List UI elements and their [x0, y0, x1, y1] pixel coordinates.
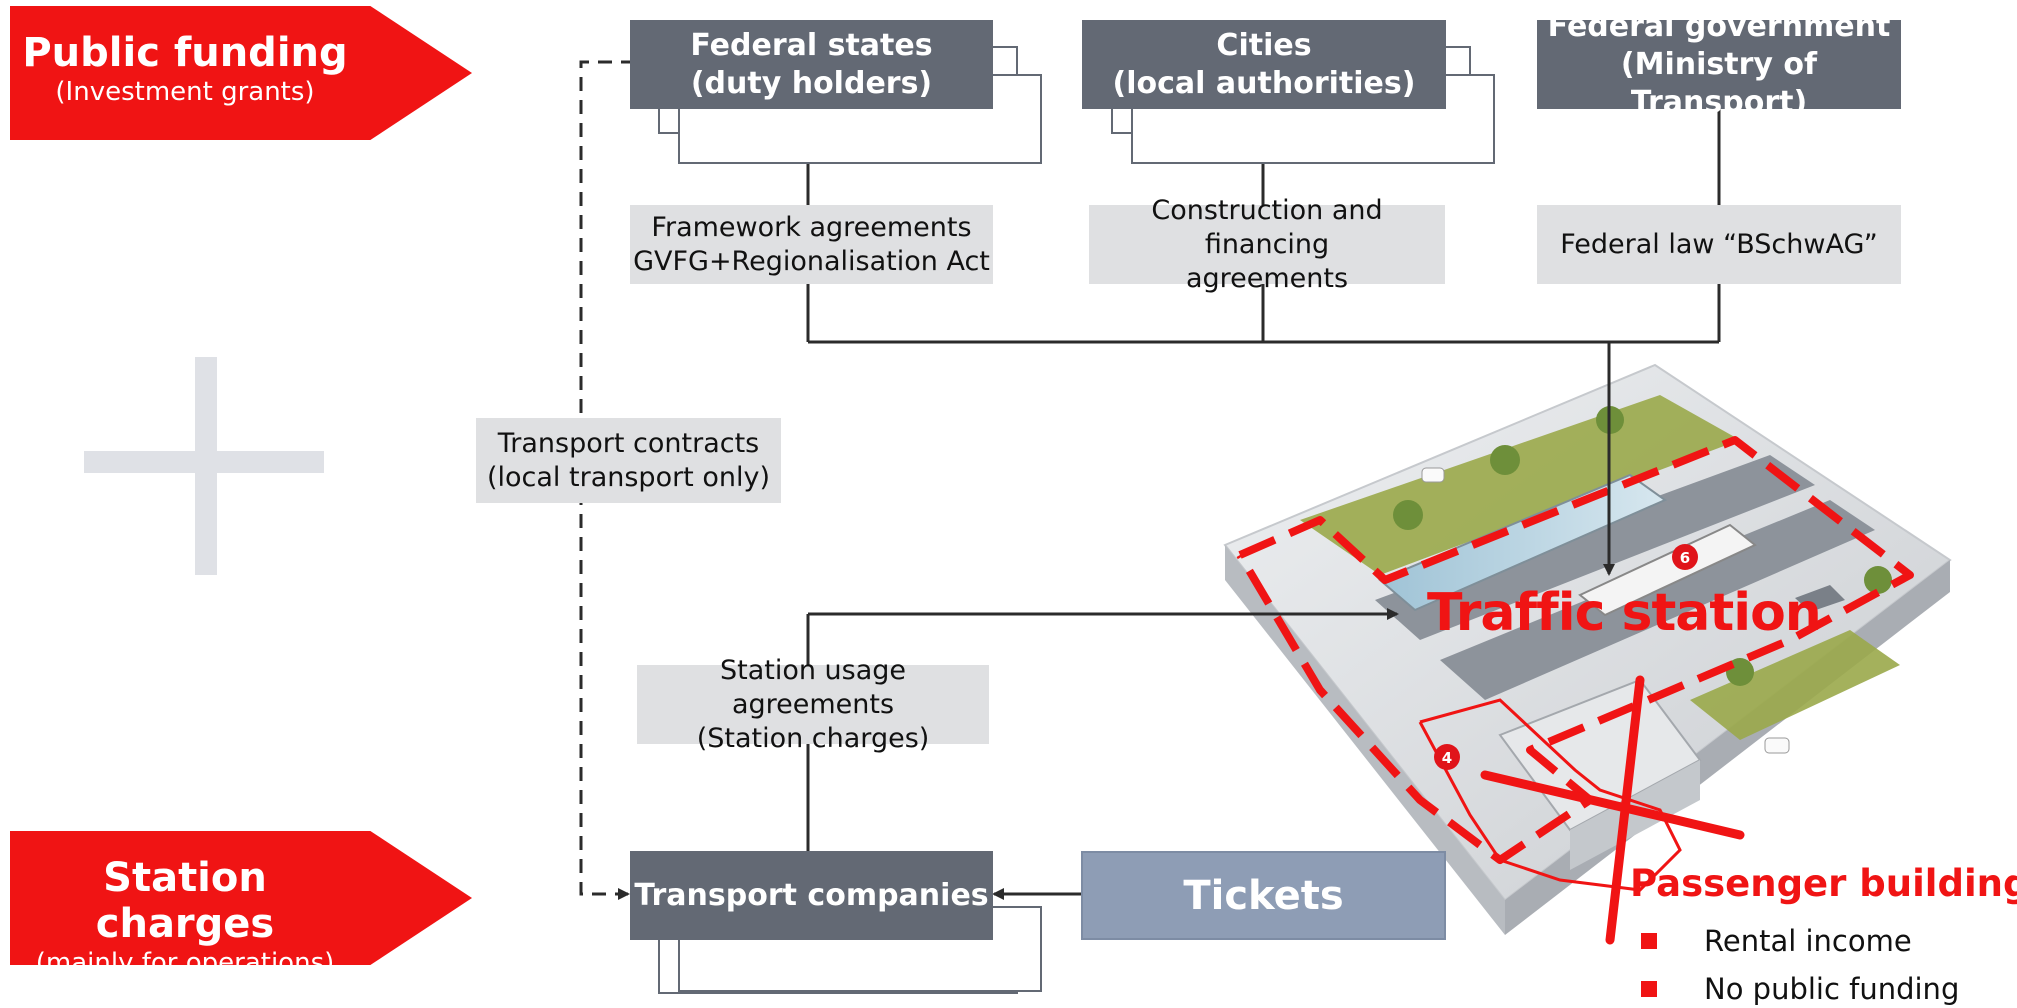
- bullet-square-icon: [1641, 933, 1657, 949]
- marker-6: [1672, 544, 1698, 570]
- public-funding-title: Public funding: [22, 30, 348, 76]
- federal-government-box: Federal government (Ministry of Transpor…: [1537, 9, 1901, 120]
- transport-contracts-line2: (local transport only): [486, 461, 770, 493]
- cross-out-x-line-2: [1605, 675, 1645, 945]
- list-item: No public funding: [1641, 970, 1959, 1008]
- station-usage-box: Station usage agreements (Station charge…: [637, 655, 989, 754]
- cities-line2: (local authorities): [1112, 65, 1416, 101]
- framework-agreements-line1: Framework agreements: [651, 211, 972, 243]
- construction-financing-line2: agreements: [1185, 262, 1349, 294]
- bullet-rental-income: Rental income: [1704, 924, 1912, 958]
- federal-law-label: Federal law “BSchwAG”: [1560, 228, 1878, 260]
- public-funding-tag: Public funding (Investment grants): [10, 6, 472, 140]
- station-charges-title: Station charges: [95, 855, 275, 947]
- construction-financing-box: Construction and financing agreements: [1089, 195, 1445, 294]
- cities-line1: Cities: [1216, 27, 1312, 63]
- transport-contracts-line1: Transport contracts: [497, 427, 760, 459]
- list-item: Rental income: [1641, 922, 1912, 960]
- bullet-square-icon: [1641, 981, 1657, 997]
- framework-agreements-box: Framework agreements GVFG+Regionalisatio…: [630, 205, 993, 284]
- framework-agreements-line2: GVFG+Regionalisation Act: [633, 245, 990, 277]
- station-charges-tag: Station charges (mainly for operations): [10, 831, 472, 965]
- tickets-box: Tickets: [1081, 851, 1446, 940]
- transport-contracts-box: Transport contracts (local transport onl…: [476, 418, 781, 503]
- federal-states-line1: Federal states: [690, 27, 933, 63]
- federal-law-box: Federal law “BSchwAG”: [1537, 205, 1901, 284]
- traffic-station-label: Traffic station: [1427, 583, 1822, 643]
- svg-text:6: 6: [1680, 549, 1690, 567]
- federal-government-line1: Federal government: [1547, 8, 1891, 44]
- transport-companies-box: Transport companies: [630, 851, 993, 940]
- passenger-buildings-label: Passenger buildings: [1630, 862, 2017, 905]
- federal-government-line2: (Ministry of Transport): [1620, 46, 1818, 120]
- construction-financing-line1: Construction and financing: [1151, 194, 1383, 260]
- station-usage-line1: Station usage agreements: [719, 654, 907, 720]
- federal-states-box: Federal states (duty holders): [630, 20, 993, 109]
- federal-states-line2: (duty holders): [690, 65, 933, 101]
- station-usage-line2: (Station charges): [696, 722, 930, 754]
- station-charges-subtitle: (mainly for operations): [35, 948, 335, 978]
- svg-text:4: 4: [1442, 749, 1452, 767]
- transport-companies-label: Transport companies: [634, 877, 989, 913]
- bullet-no-public-funding: No public funding: [1704, 972, 1960, 1006]
- marker-4: [1434, 744, 1460, 770]
- cities-box: Cities (local authorities): [1082, 20, 1446, 109]
- tickets-label: Tickets: [1183, 872, 1344, 919]
- cross-out-x-line-1: [1480, 770, 1745, 840]
- public-funding-subtitle: (Investment grants): [55, 77, 315, 107]
